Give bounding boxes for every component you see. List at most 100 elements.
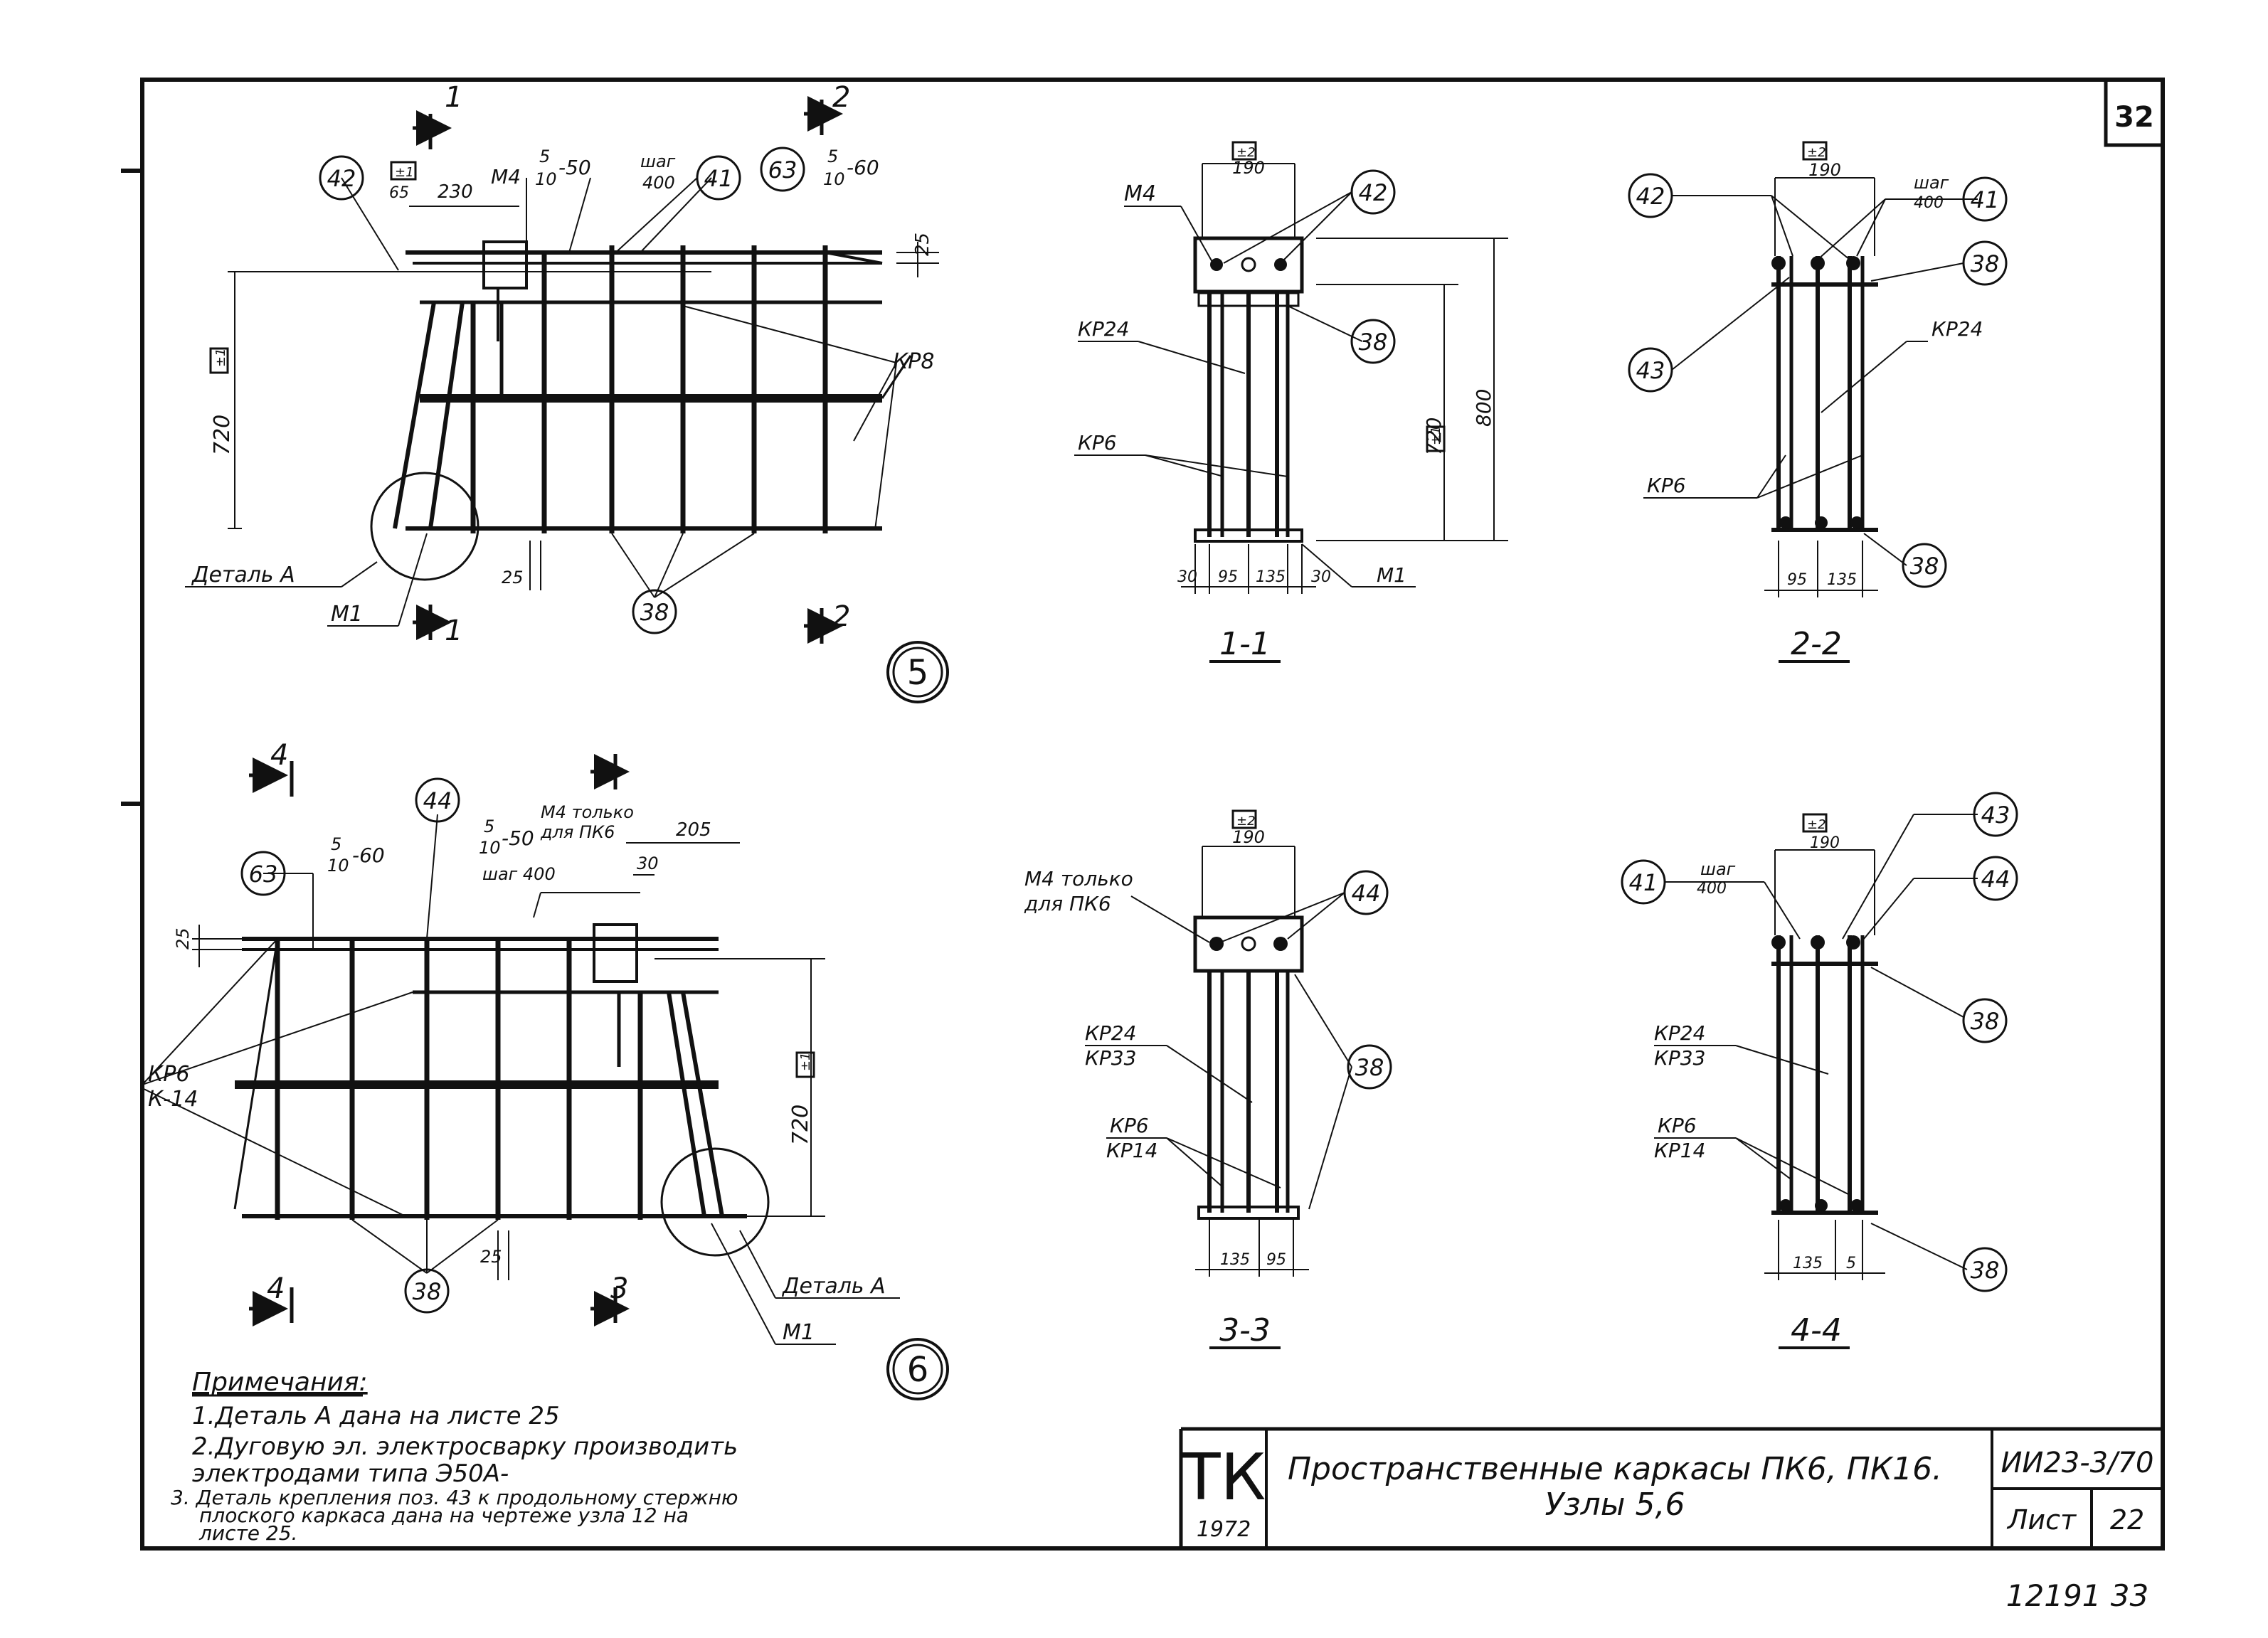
sheet-frame [121,78,2165,1551]
sec33-tol: ±2 [1236,814,1256,829]
node5-weld-a-top: 5 [539,147,550,166]
sec11-dim-720: 720 [1422,418,1446,455]
sec33-label-kr6: КР6 [1110,1114,1149,1137]
sec44-tol: ±2 [1807,817,1826,832]
sec11-callout-42 [1350,169,1396,215]
sec44-dim-190: 190 [1810,834,1840,852]
node5-weld-b-top: 5 [827,147,838,166]
sec11-callout-38 [1350,319,1396,364]
sec44-callout-44 [1973,856,2018,901]
sec33-m4-note-1: М4 только [1024,867,1133,890]
node5-dim-25-bottom: 25 [502,568,524,587]
node6-dim-25-bottom: 25 [480,1247,502,1267]
sec44-callout-43 [1973,792,2018,837]
node5-tol-top: ±1 [395,165,414,180]
sec44-pos-43: 43 [1981,802,2010,829]
node6-weld-a-top: 5 [331,834,341,854]
sec22-callout-38b [1902,543,1947,588]
node6-label-detail-a: Деталь А [781,1274,886,1299]
sec11-tol-box: ±1 [1429,426,1443,445]
sheet-number: 22 [2110,1504,2144,1536]
section-4-4 [1654,813,1978,1349]
node6-callout-38 [404,1268,450,1314]
node5-section-1-bottom: 1 [445,615,462,647]
section-1-1 [1074,141,1508,663]
node5-pos-41: 41 [704,165,733,192]
node5-badge-inner [892,647,943,698]
node6-callout-44 [415,777,460,823]
sec22-caption: 2-2 [1791,626,1842,662]
sec11-label-m1: М1 [1377,563,1406,587]
sec44-label-kr33: КР33 [1654,1046,1705,1070]
node5-label-m1: М1 [331,602,363,627]
sec11-pos-38: 38 [1359,329,1388,356]
sec44-caption: 4-4 [1791,1312,1842,1349]
node-5-elevation [185,96,939,644]
sec22-label-kr24: КР24 [1931,317,1983,341]
node5-pos-38: 38 [640,599,669,626]
node5-weld-b-bottom: 10 [823,169,845,189]
sec44-dim-5: 5 [1846,1255,1856,1272]
node5-dim-720: 720 [210,415,235,455]
sec44-label-kr24: КР24 [1654,1021,1705,1045]
sheet-corner-number: 32 [2114,101,2154,134]
notes-line-5: плоского каркаса дана на чертеже узла 12… [199,1504,689,1527]
node6-dim-720: 720 [788,1105,813,1145]
sec22-pos-42: 42 [1636,183,1665,210]
drawing-subtitle: Узлы 5,6 [1544,1487,1685,1523]
sec22-step-value: 400 [1914,194,1944,212]
notes-line-1: 1.Деталь А дана на листе 25 [192,1402,560,1430]
sec33-callout-44 [1343,870,1389,915]
sec11-caption: 1-1 [1219,626,1271,662]
sec11-tol: ±2 [1236,145,1256,160]
node5-callout-63 [760,147,805,192]
sec44-callout-38b [1962,1247,2008,1292]
stamp-year: 1972 [1197,1517,1251,1542]
sec33-label-kr24: КР24 [1085,1021,1136,1045]
sec11-dim-30b: 30 [1311,568,1331,586]
node5-callout-41 [696,155,741,201]
node6-m4-note-2: для ПК6 [540,822,615,842]
sec22-step: шаг [1914,173,1949,193]
node6-section-3-bottom: 3 [610,1272,628,1305]
notes-line-3: электродами типа Э50А- [192,1459,509,1488]
node6-dim-205: 205 [676,819,711,841]
sec44-label-kr14: КР14 [1654,1139,1705,1162]
node5-badge [886,641,949,703]
node5-section-2-top: 2 [832,81,850,114]
sec44-callout-38a [1962,998,2008,1043]
sec44-callout-41 [1621,859,1666,905]
section-3-3 [1085,809,1352,1349]
notes-line-4: 3. Деталь крепления поз. 43 к продольном… [171,1486,738,1509]
sec11-label-kr6: КР6 [1078,431,1117,454]
node6-tol-box: ±1 [798,1052,813,1071]
sec44-step: шаг [1700,859,1736,879]
document-code: ИИ23-3/70 [2001,1447,2154,1479]
sec22-tol: ±2 [1807,145,1826,160]
sec44-pos-44: 44 [1981,866,2010,893]
notes-heading: Примечания: [192,1368,368,1397]
node6-section-4-bottom: 4 [267,1272,285,1305]
sec33-label-kr14: КР14 [1106,1139,1157,1162]
sec22-pos-43: 43 [1636,357,1665,384]
sec22-dim-190: 190 [1808,160,1841,180]
node5-callout-42 [319,155,364,201]
sec33-m4-note-2: для ПК6 [1024,892,1111,915]
node6-badge [886,1338,949,1400]
node6-weld-b-bottom: 10 [479,838,501,858]
node6-dim-25-left: 25 [173,927,193,950]
node6-number: 6 [907,1350,929,1390]
sec11-pos-42: 42 [1359,179,1388,206]
sec22-callout-38a [1962,240,2008,286]
sec33-pos-44: 44 [1352,880,1381,907]
node6-dim-30: 30 [637,853,659,873]
node5-label-kr8: КР8 [893,349,934,374]
sec22-label-kr6: КР6 [1647,474,1686,497]
node5-pos-42: 42 [327,165,356,192]
node5-callout-38 [632,589,677,634]
notes-line-6: листе 25. [198,1521,297,1545]
sec44-pos-41: 41 [1629,869,1658,896]
node5-dim-65: 65 [389,184,409,202]
node6-pos-44: 44 [423,787,452,814]
node6-weld-b-len: -50 [502,826,534,850]
